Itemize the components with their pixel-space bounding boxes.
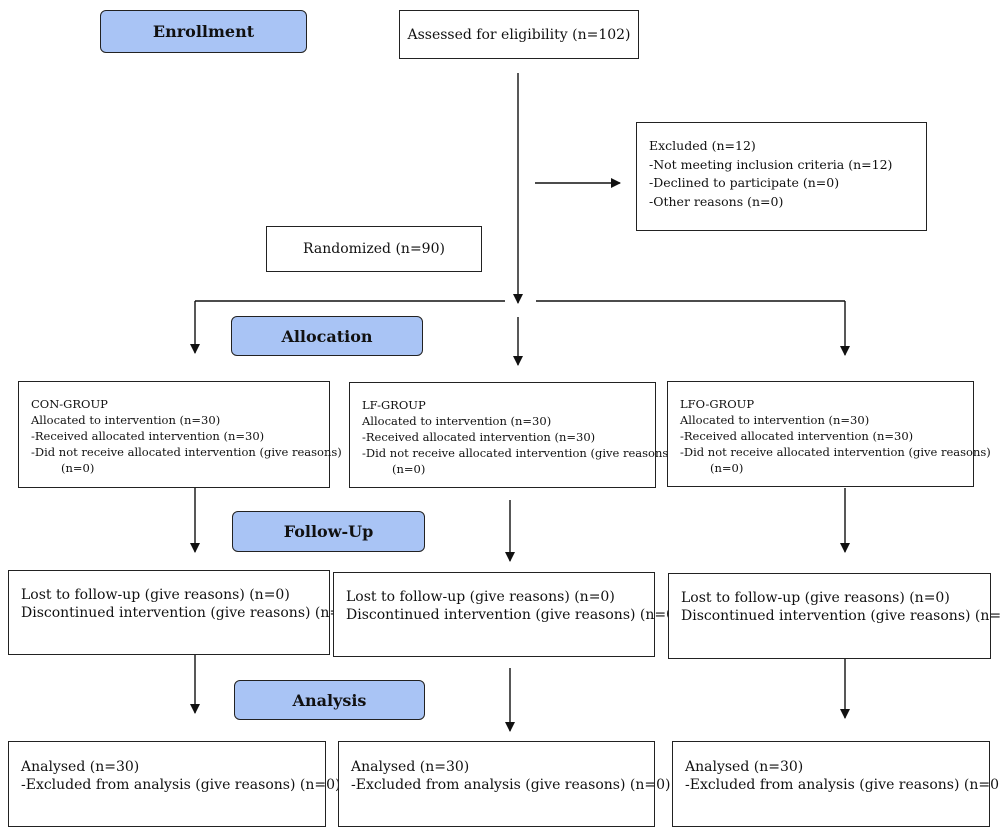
- stage-follow-up: Follow-Up: [232, 511, 425, 552]
- analysis-analysed: Analysed (n=30): [685, 759, 804, 775]
- analysis-excluded: -Excluded from analysis (give reasons) (…: [351, 777, 671, 793]
- group-received: -Received allocated intervention (n=30): [31, 429, 265, 443]
- assessed-box: Assessed for eligibility (n=102): [399, 10, 639, 59]
- group-name: CON-GROUP: [31, 397, 108, 411]
- followup-lost: Lost to follow-up (give reasons) (n=0): [346, 589, 615, 605]
- analysis-excluded: -Excluded from analysis (give reasons) (…: [21, 777, 341, 793]
- group-not-received: -Did not receive allocated intervention …: [680, 445, 991, 459]
- analysis-analysed: Analysed (n=30): [21, 759, 140, 775]
- excluded-reason: -Declined to participate (n=0): [649, 175, 840, 190]
- followup-discontinued: Discontinued intervention (give reasons)…: [21, 605, 356, 621]
- group-not-received: -Did not receive allocated intervention …: [362, 446, 673, 460]
- analysis-analysed: Analysed (n=30): [351, 759, 470, 775]
- followup-discontinued: Discontinued intervention (give reasons)…: [346, 607, 681, 623]
- followup-lost: Lost to follow-up (give reasons) (n=0): [681, 590, 950, 606]
- group-box-lf: LF-GROUP Allocated to intervention (n=30…: [349, 382, 673, 488]
- excluded-reason: -Not meeting inclusion criteria (n=12): [649, 156, 893, 172]
- group-box-lfo: LFO-GROUP Allocated to intervention (n=3…: [667, 381, 991, 487]
- group-allocated: Allocated to intervention (n=30): [362, 414, 552, 428]
- excluded-reason: -Other reasons (n=0): [649, 193, 784, 209]
- followup-box-con: Lost to follow-up (give reasons) (n=0) D…: [8, 570, 356, 655]
- group-not-received: -Did not receive allocated intervention …: [31, 445, 342, 459]
- followup-lost: Lost to follow-up (give reasons) (n=0): [21, 587, 290, 603]
- randomized-text: Randomized (n=90): [303, 241, 445, 257]
- group-not-received-n: (n=0): [710, 461, 744, 475]
- group-not-received-n: (n=0): [392, 462, 426, 476]
- group-name: LF-GROUP: [362, 398, 426, 412]
- group-received: -Received allocated intervention (n=30): [680, 429, 914, 443]
- group-box-con: CON-GROUP Allocated to intervention (n=3…: [18, 381, 342, 488]
- stage-analysis: Analysis: [234, 680, 425, 720]
- assessed-text: Assessed for eligibility (n=102): [407, 26, 631, 43]
- followup-box-lf: Lost to follow-up (give reasons) (n=0) D…: [333, 572, 681, 657]
- analysis-box-lfo: Analysed (n=30) -Excluded from analysis …: [672, 741, 1000, 827]
- stage-allocation: Allocation: [231, 316, 423, 356]
- group-not-received-n: (n=0): [61, 461, 95, 475]
- excluded-box: Excluded (n=12) -Not meeting inclusion c…: [636, 122, 927, 231]
- group-received: -Received allocated intervention (n=30): [362, 430, 596, 444]
- stage-enrollment: Enrollment: [100, 10, 307, 53]
- group-name: LFO-GROUP: [680, 397, 755, 411]
- group-allocated: Allocated to intervention (n=30): [31, 413, 221, 427]
- excluded-title: Excluded (n=12): [649, 138, 756, 153]
- followup-box-lfo: Lost to follow-up (give reasons) (n=0) D…: [668, 573, 1000, 659]
- followup-discontinued: Discontinued intervention (give reasons)…: [681, 608, 1000, 624]
- analysis-excluded: -Excluded from analysis (give reasons) (…: [685, 777, 1000, 793]
- randomized-box: Randomized (n=90): [266, 226, 482, 272]
- analysis-box-lf: Analysed (n=30) -Excluded from analysis …: [338, 741, 671, 827]
- group-allocated: Allocated to intervention (n=30): [680, 413, 870, 427]
- analysis-box-con: Analysed (n=30) -Excluded from analysis …: [8, 741, 341, 827]
